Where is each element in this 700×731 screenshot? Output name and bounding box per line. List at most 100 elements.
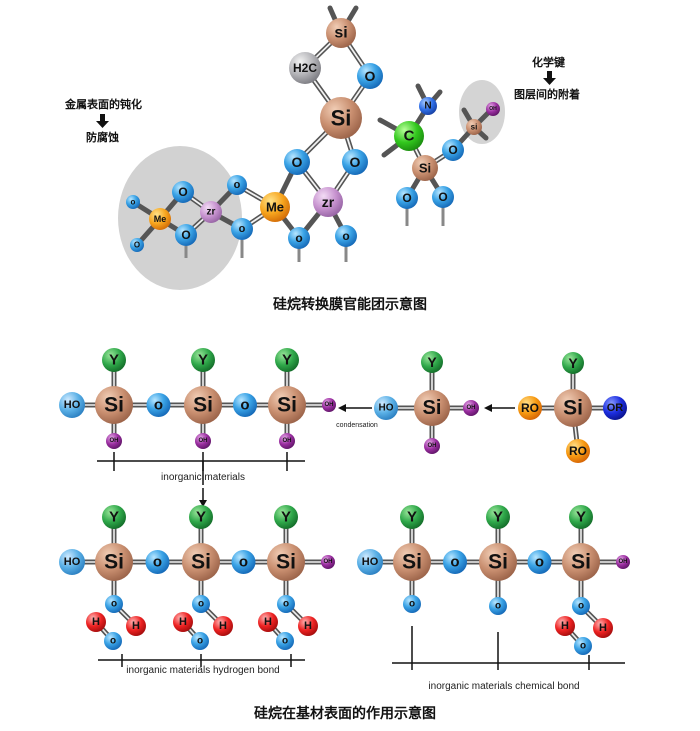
atom-or: OR — [603, 396, 627, 420]
condensation-label: condensation — [336, 422, 378, 429]
atom-o-bridge: o — [146, 393, 171, 417]
atom-h: H — [213, 616, 233, 636]
atom-o-outer-upper: o — [126, 195, 140, 209]
atom-si: Si — [184, 386, 222, 424]
svg-text:Si: Si — [488, 551, 508, 574]
svg-text:OR: OR — [607, 402, 624, 414]
svg-text:O: O — [438, 190, 447, 204]
atom-o-inner-lower: O — [175, 224, 197, 246]
svg-text:o: o — [154, 397, 163, 414]
svg-text:Si: Si — [419, 161, 431, 176]
svg-text:o: o — [495, 601, 501, 612]
svg-text:O: O — [181, 228, 190, 242]
atom-y: Y — [421, 351, 443, 373]
svg-text:Si: Si — [104, 394, 124, 417]
atom-si: Si — [414, 390, 450, 426]
atom-o-bottom-2: o — [335, 225, 357, 247]
svg-text:Y: Y — [407, 509, 417, 526]
atom-o: o — [574, 637, 592, 655]
atom-o-bridge: o — [527, 550, 552, 574]
svg-text:Y: Y — [109, 509, 119, 526]
atom-y: Y — [569, 505, 593, 529]
atom-o-bridge: o — [231, 550, 256, 574]
atom-h: H — [298, 616, 318, 636]
svg-text:o: o — [283, 599, 289, 610]
svg-text:o: o — [131, 198, 136, 207]
svg-text:o: o — [342, 229, 349, 243]
down-arrow-icon — [96, 114, 109, 128]
svg-text:OH: OH — [325, 402, 334, 408]
atom-ho: HO — [357, 549, 383, 575]
svg-text:RO: RO — [521, 401, 539, 415]
atom-ro: RO — [518, 396, 542, 420]
atom-si: Si — [267, 543, 305, 581]
atom-o-top: O — [357, 63, 383, 89]
atom-y: Y — [486, 505, 510, 529]
svg-text:o: o — [535, 554, 544, 571]
svg-text:O: O — [448, 143, 457, 157]
svg-text:HO: HO — [64, 556, 81, 568]
atom-y: Y — [274, 505, 298, 529]
hydrogen-bond-label: inorganic materials hydrogen bond — [126, 665, 279, 676]
atom-o: o — [105, 595, 123, 613]
svg-text:Y: Y — [282, 352, 292, 369]
atom-h: H — [173, 612, 193, 632]
atom-c: C — [394, 121, 424, 151]
svg-text:Y: Y — [196, 509, 206, 526]
atom-oh: OH — [322, 398, 336, 412]
atom-o-bridge: o — [233, 393, 257, 417]
svg-text:H: H — [219, 620, 227, 632]
svg-text:o: o — [409, 599, 415, 610]
atom-zr-mid: zr — [313, 187, 343, 217]
atom-o: o — [104, 632, 122, 650]
anticorrosion-note: 防腐蚀 — [86, 130, 119, 144]
svg-text:zr: zr — [322, 194, 335, 210]
svg-text:H: H — [561, 620, 569, 632]
svg-text:OH: OH — [283, 438, 292, 444]
svg-text:o: o — [450, 554, 459, 571]
atom-si: Si — [393, 543, 431, 581]
svg-text:o: o — [197, 636, 203, 647]
atom-me-mid: Me — [260, 192, 290, 222]
svg-text:o: o — [153, 554, 162, 571]
svg-text:o: o — [110, 636, 116, 647]
svg-text:Y: Y — [576, 509, 586, 526]
figure-1-stubs — [184, 207, 445, 262]
chemical-bond-label: inorganic materials chemical bond — [428, 681, 579, 692]
atom-o-right-lower-1: O — [396, 187, 418, 209]
svg-text:N: N — [424, 101, 431, 112]
atom-o-right: O — [342, 149, 368, 175]
svg-text:Y: Y — [109, 352, 119, 369]
atom-zr-left: zr — [200, 201, 222, 223]
svg-text:o: o — [234, 179, 241, 191]
svg-text:H: H — [304, 620, 312, 632]
atom-si-right: Si — [412, 155, 438, 181]
svg-text:o: o — [295, 231, 302, 245]
svg-text:Me: Me — [154, 214, 167, 224]
left-arrow-head-icon — [484, 404, 492, 412]
atom-oh: OH — [463, 400, 479, 416]
svg-text:Si: Si — [104, 551, 124, 574]
svg-text:o: o — [111, 599, 117, 610]
svg-text:OH: OH — [199, 438, 208, 444]
svg-text:zr: zr — [207, 207, 216, 218]
atom-ho: HO — [59, 549, 85, 575]
svg-text:Si: Si — [193, 394, 213, 417]
atom-si: Si — [95, 386, 133, 424]
svg-text:Si: Si — [331, 106, 352, 131]
svg-text:si: si — [334, 25, 347, 42]
svg-text:O: O — [178, 185, 187, 199]
svg-text:Me: Me — [266, 200, 284, 215]
svg-text:Y: Y — [198, 352, 208, 369]
atom-y: Y — [275, 348, 299, 372]
svg-text:Si: Si — [276, 551, 296, 574]
svg-text:OH: OH — [619, 559, 628, 565]
svg-text:Y: Y — [568, 355, 578, 371]
svg-text:Si: Si — [402, 551, 422, 574]
inorganic-materials-label: inorganic materials — [161, 472, 245, 483]
atom-o-left-lower: o — [231, 218, 253, 240]
down-arrow-head-icon — [199, 500, 207, 507]
atom-o: o — [489, 597, 507, 615]
